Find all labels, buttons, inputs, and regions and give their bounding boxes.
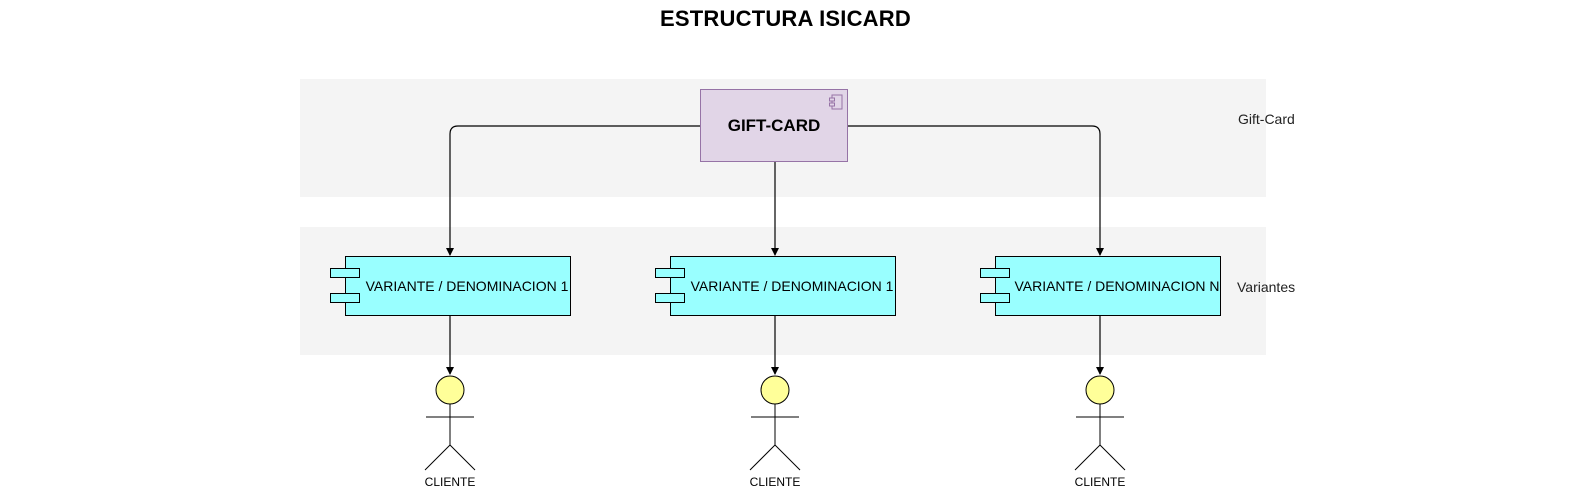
component-port-icon	[980, 293, 1010, 303]
component-port-icon	[330, 268, 360, 278]
variant-component-3[interactable]: VARIANTE / DENOMINACION N	[980, 256, 1221, 316]
variant-label: VARIANTE / DENOMINACION 1	[690, 278, 894, 294]
giftcard-component[interactable]: GIFT-CARD	[700, 89, 848, 162]
actor-label: CLIENTE	[749, 475, 801, 489]
stick-figure-icon	[1074, 375, 1126, 471]
actor-label: CLIENTE	[1074, 475, 1126, 489]
actor-cliente-3[interactable]	[1070, 375, 1130, 473]
component-icon	[829, 94, 843, 110]
lane-label-variantes: Variantes	[1237, 279, 1296, 295]
variant-label: VARIANTE / DENOMINACION 1	[365, 278, 569, 294]
component-port-icon	[980, 268, 1010, 278]
stick-figure-icon	[749, 375, 801, 471]
component-port-icon	[655, 293, 685, 303]
diagram-title: ESTRUCTURA ISICARD	[660, 6, 911, 31]
variant-label: VARIANTE / DENOMINACION N	[1014, 278, 1220, 294]
giftcard-label: GIFT-CARD	[727, 115, 821, 135]
component-port-icon	[655, 268, 685, 278]
component-port-icon	[330, 293, 360, 303]
variant-component-2[interactable]: VARIANTE / DENOMINACION 1	[655, 256, 896, 316]
actor-cliente-1[interactable]	[420, 375, 480, 473]
lane-label-gift-card: Gift-Card	[1238, 111, 1295, 127]
connector-giftcard-to-variant-3	[848, 125, 1104, 256]
actor-label: CLIENTE	[424, 475, 476, 489]
stick-figure-icon	[424, 375, 476, 471]
connector-giftcard-to-variant-1	[446, 125, 700, 256]
variant-component-1[interactable]: VARIANTE / DENOMINACION 1	[330, 256, 571, 316]
actor-cliente-2[interactable]	[745, 375, 805, 473]
